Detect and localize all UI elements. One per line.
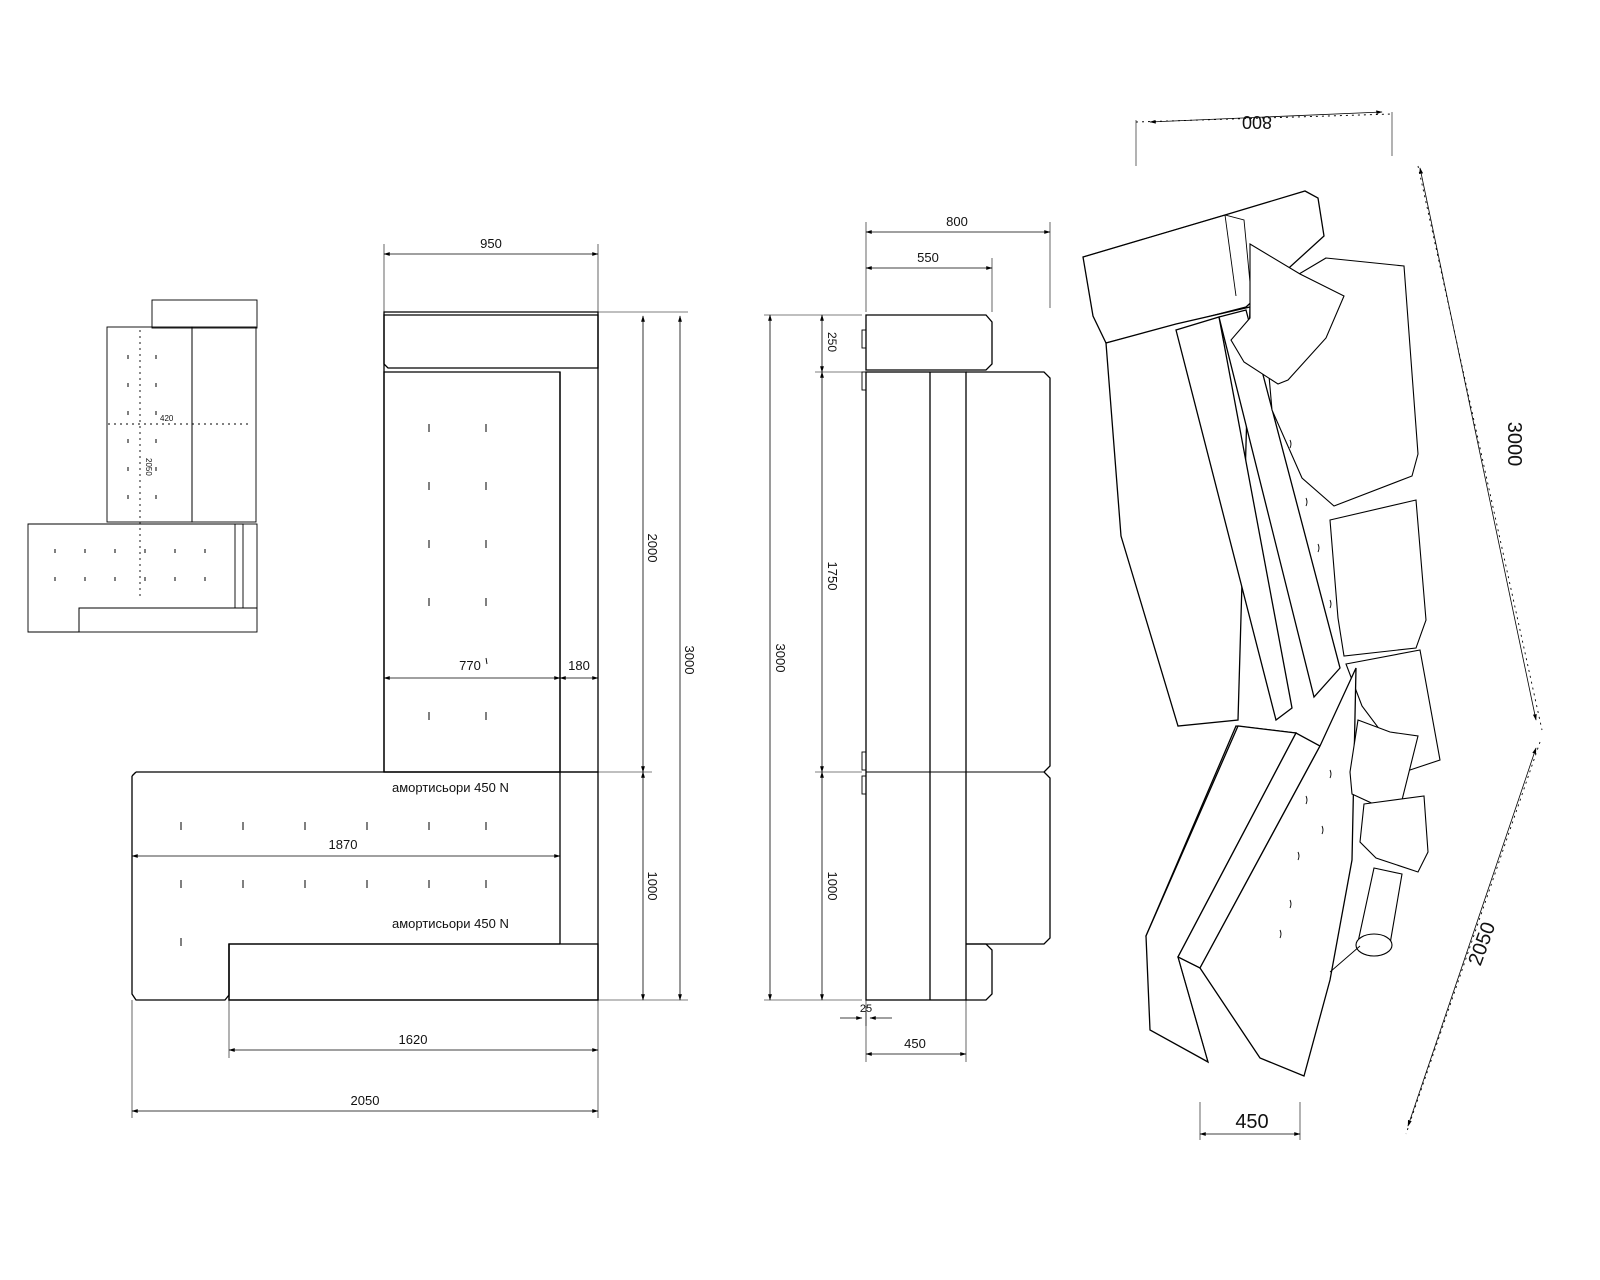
dim-2000: 2000: [645, 534, 660, 563]
dim-1000-plan: 1000: [645, 872, 660, 901]
dim-2050: 2050: [351, 1093, 380, 1108]
dim-1750: 1750: [825, 562, 840, 591]
dim-3000-side: 3000: [773, 644, 788, 673]
dim-180: 180: [568, 658, 590, 673]
side-view: 800 550 450 25 3000 250 1750 1000: [764, 214, 1051, 1062]
thumb-dim-420: 420: [160, 414, 174, 423]
thumb-dim-2050: 2050: [144, 458, 153, 476]
dim-1870: 1870: [329, 837, 358, 852]
dim-450-side: 450: [904, 1036, 926, 1051]
iso-dim-2050: 2050: [1464, 919, 1500, 968]
thumbnail-plan: 420 2050: [27, 299, 258, 633]
dim-950: 950: [480, 236, 502, 251]
iso-dim-450: 450: [1235, 1111, 1268, 1133]
dim-3000-plan: 3000: [682, 646, 697, 675]
dim-25: 25: [860, 1003, 872, 1015]
dim-1000-side: 1000: [825, 872, 840, 901]
dim-800-side: 800: [946, 214, 968, 229]
dim-770: 770: [459, 658, 481, 673]
iso-dim-800: 800: [1242, 112, 1272, 132]
dim-550: 550: [917, 250, 939, 265]
note-springs-lower: амортисьори 450 N: [392, 916, 509, 931]
iso-dim-3000: 3000: [1503, 422, 1525, 467]
dim-1620: 1620: [399, 1032, 428, 1047]
note-springs-upper: амортисьори 450 N: [392, 780, 509, 795]
plan-view: 770 180 1870 амортисьори 450 N амортисьо…: [131, 236, 697, 1118]
isometric-view: 800 3000 2050 450: [1082, 110, 1543, 1140]
dim-250: 250: [825, 332, 839, 352]
